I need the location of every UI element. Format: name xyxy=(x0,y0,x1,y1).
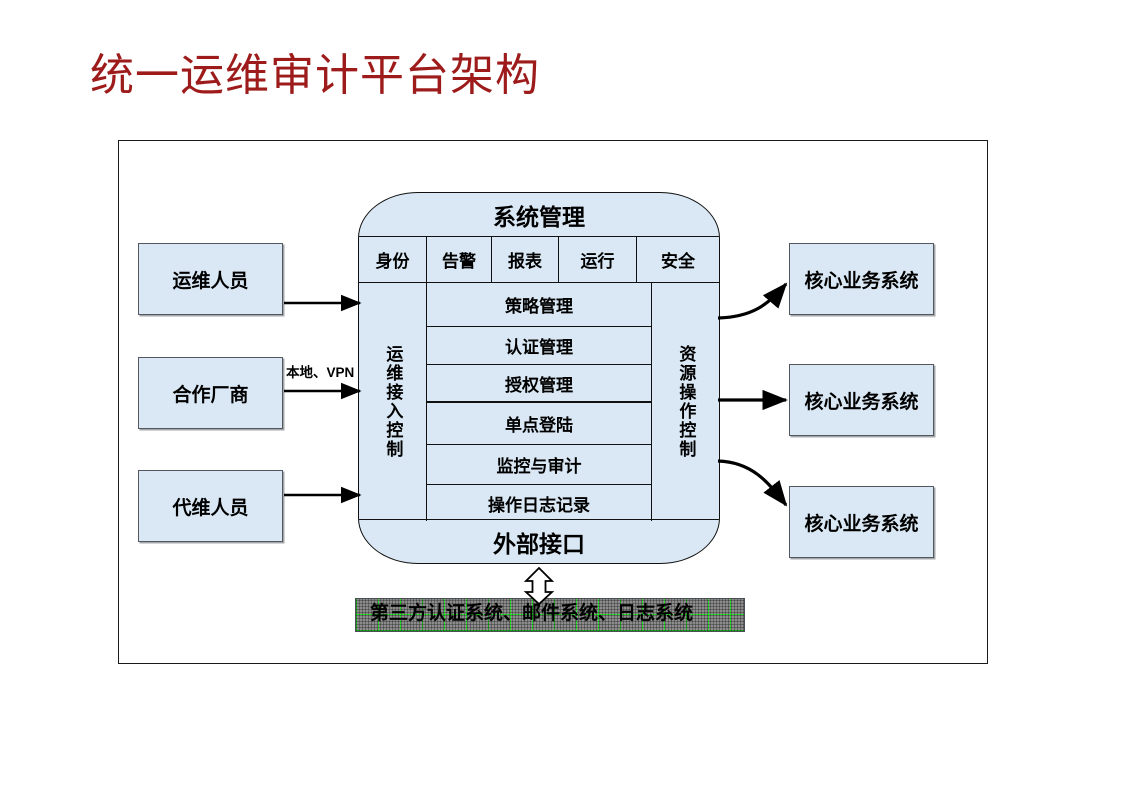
page-title: 统一运维审计平台架构 xyxy=(90,51,540,100)
core-system-box-3[interactable]: 核心业务系统 xyxy=(789,486,934,558)
platform-footer: 外部接口 xyxy=(359,519,719,563)
platform-block: 系统管理 身份 告警 报表 运行 安全 运维接入控制 策略管理 认证管理 授权管… xyxy=(358,192,720,564)
actor-box-partner-vendor[interactable]: 合作厂商 xyxy=(138,357,283,429)
actor-label: 代维人员 xyxy=(172,497,249,519)
header-cell-identity[interactable]: 身份 xyxy=(359,237,427,282)
resource-operation-column[interactable]: 资源操作控制 xyxy=(651,283,719,521)
platform-header: 系统管理 xyxy=(359,193,719,237)
platform-function-rows: 策略管理 认证管理 授权管理 单点登陆 监控与审计 操作日志记录 xyxy=(427,283,651,521)
resource-operation-label: 资源操作控制 xyxy=(676,345,696,459)
arrow-platform-to-third-party xyxy=(523,566,555,606)
arrow-platform-to-core-3 xyxy=(717,459,788,507)
access-control-column[interactable]: 运维接入控制 xyxy=(359,283,427,521)
header-cell-security[interactable]: 安全 xyxy=(661,252,695,271)
platform-header-cell-row: 身份 告警 报表 运行 安全 xyxy=(359,237,719,283)
platform-body-grid: 运维接入控制 策略管理 认证管理 授权管理 单点登陆 监控与审计 操作日志记录 … xyxy=(359,283,719,521)
third-party-systems-bar[interactable] xyxy=(355,598,745,632)
function-row-policy[interactable]: 策略管理 xyxy=(427,283,651,327)
header-cell-operation[interactable]: 运行 xyxy=(559,237,637,282)
diagram-outer-frame xyxy=(118,140,988,664)
function-row-operation-log[interactable]: 操作日志记录 xyxy=(488,495,590,515)
arrow-platform-to-core-1 xyxy=(717,282,788,320)
actor-label: 运维人员 xyxy=(172,270,249,292)
core-system-box-1[interactable]: 核心业务系统 xyxy=(789,243,934,315)
actor-label: 合作厂商 xyxy=(172,384,249,406)
third-party-systems-label: 第三方认证系统、邮件系统、日志系统 xyxy=(370,603,694,624)
header-cell-alarm[interactable]: 告警 xyxy=(427,237,492,282)
function-row-monitor-audit[interactable]: 监控与审计 xyxy=(427,445,651,485)
core-system-label: 核心业务系统 xyxy=(804,391,919,413)
function-row-authorization[interactable]: 授权管理 xyxy=(427,365,651,403)
actor-box-proxy-staff[interactable]: 代维人员 xyxy=(138,470,283,542)
header-cell-report[interactable]: 报表 xyxy=(492,237,559,282)
actor-box-ops-staff[interactable]: 运维人员 xyxy=(138,243,283,315)
access-control-label: 运维接入控制 xyxy=(383,345,403,459)
edge-label-access-method: 本地、VPN xyxy=(286,365,355,380)
core-system-label: 核心业务系统 xyxy=(804,513,919,535)
function-row-sso[interactable]: 单点登陆 xyxy=(427,403,651,445)
core-system-label: 核心业务系统 xyxy=(804,270,919,292)
function-row-authentication[interactable]: 认证管理 xyxy=(427,327,651,365)
core-system-box-2[interactable]: 核心业务系统 xyxy=(789,364,934,436)
